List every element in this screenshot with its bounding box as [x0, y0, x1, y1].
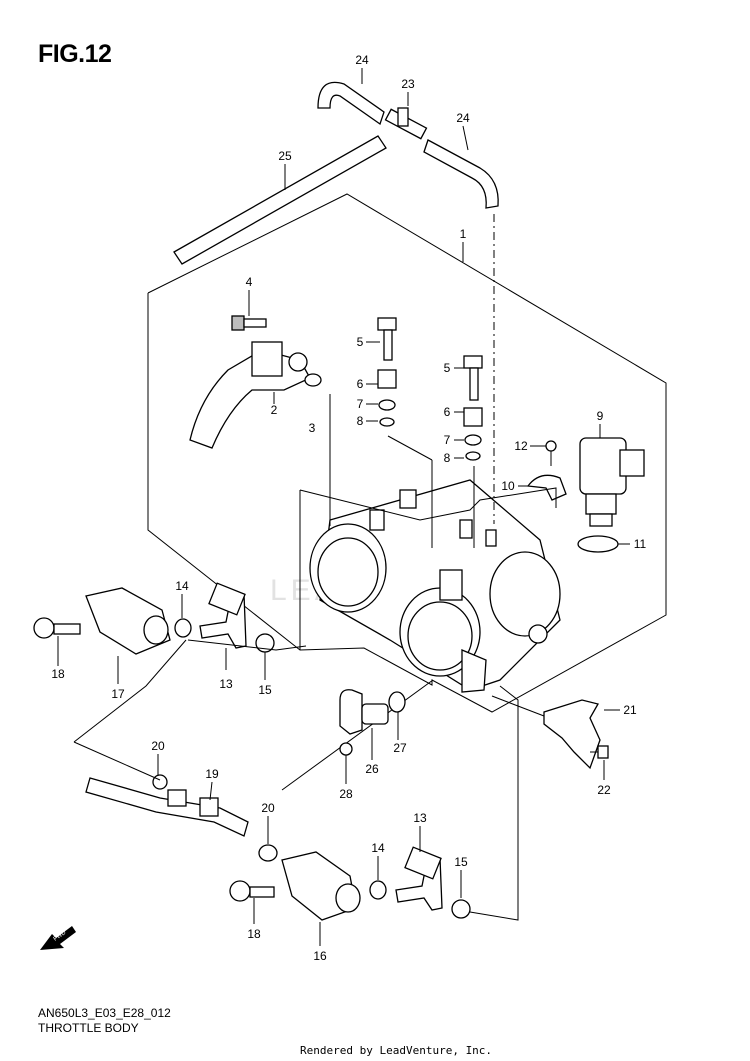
- o-ring-14-lower: [369, 880, 387, 900]
- screw-12: [545, 440, 557, 466]
- o-ring-3: [304, 373, 322, 387]
- o-ring-14-upper: [174, 618, 192, 638]
- injector-cap-17: [85, 587, 171, 655]
- callout-28: 28: [339, 787, 353, 801]
- callout-17: 17: [111, 687, 125, 701]
- callout-15: 15: [258, 683, 272, 697]
- callout-13: 13: [413, 811, 427, 825]
- tee-joint-23: [384, 107, 428, 140]
- callout-8: 8: [444, 451, 451, 465]
- bolt-4: [231, 315, 267, 331]
- callout-15: 15: [454, 855, 468, 869]
- diagram-name: THROTTLE BODY: [38, 1021, 139, 1035]
- o-ring-11: [577, 535, 619, 553]
- sensor-26: [339, 689, 389, 735]
- breather-hose-25: [173, 135, 387, 265]
- injector-13-lower: [395, 846, 443, 911]
- callout-3: 3: [309, 421, 316, 435]
- fwd-arrow-icon: FWD: [40, 926, 76, 950]
- callout-5: 5: [444, 361, 451, 375]
- o-ring-20-left: [152, 774, 168, 790]
- injector-13-upper: [199, 582, 247, 649]
- callout-10: 10: [501, 479, 515, 493]
- leader-21-frame: [491, 695, 545, 717]
- leader-frame-lower: [73, 741, 161, 781]
- throttle-body-1: [309, 479, 561, 693]
- callout-27: 27: [393, 741, 407, 755]
- callout-9: 9: [597, 409, 604, 423]
- callout-8: 8: [357, 414, 364, 428]
- callout-21: 21: [623, 703, 637, 717]
- bolt-28: [339, 742, 353, 766]
- clamp-10: [526, 474, 567, 501]
- diagram-code: AN650L3_E03_E28_012: [38, 1006, 171, 1020]
- callout-6: 6: [444, 405, 451, 419]
- callout-22: 22: [597, 783, 611, 797]
- callout-26: 26: [365, 762, 379, 776]
- callout-1: 1: [460, 227, 467, 241]
- render-credit: Rendered by LeadVenture, Inc.: [300, 1044, 493, 1057]
- breather-hose-24-left: [317, 81, 385, 126]
- breather-hose-24-right: [423, 139, 499, 209]
- leader-8a: [387, 435, 433, 461]
- callout-20: 20: [151, 739, 165, 753]
- callout-13: 13: [219, 677, 233, 691]
- screw-set-left: [377, 317, 397, 427]
- figure-title: FIG.12: [38, 40, 112, 68]
- leader-frame-lower-right: [469, 685, 519, 921]
- fuel-delivery-pipe-19: [85, 777, 249, 837]
- assembly-outline: [147, 193, 667, 713]
- callout-14: 14: [175, 579, 189, 593]
- leader-frame-lower-mid: [281, 679, 434, 791]
- callout-16: 16: [313, 949, 327, 963]
- callout-7: 7: [357, 397, 364, 411]
- o-ring-27: [388, 691, 406, 713]
- seal-15-lower: [451, 899, 471, 919]
- throttle-position-sensor-2: [189, 341, 311, 449]
- idle-control-valve-9: [579, 437, 645, 527]
- callout-5: 5: [357, 335, 364, 349]
- bracket-21: [543, 699, 601, 770]
- screw-18-upper: [33, 617, 81, 639]
- callout-25: 25: [278, 149, 292, 163]
- callout-20: 20: [261, 801, 275, 815]
- callout-18: 18: [247, 927, 261, 941]
- screw-set-right: [463, 355, 483, 461]
- leader-frame-upper: [299, 487, 557, 521]
- callout-23: 23: [401, 77, 415, 91]
- callout-18: 18: [51, 667, 65, 681]
- leader-frame-lower-left: [73, 639, 187, 743]
- callout-4: 4: [246, 275, 253, 289]
- o-ring-20-right: [258, 844, 278, 862]
- bolt-22: [590, 745, 609, 759]
- callout-12: 12: [514, 439, 528, 453]
- leader-frame-mid: [187, 639, 307, 651]
- callout-19: 19: [205, 767, 219, 781]
- callout-24: 24: [355, 53, 369, 67]
- callout-14: 14: [371, 841, 385, 855]
- callout-11: 11: [634, 537, 647, 551]
- callout-leaders: [57, 68, 630, 946]
- callout-24: 24: [456, 111, 470, 125]
- callout-2: 2: [271, 403, 278, 417]
- callout-6: 6: [357, 377, 364, 391]
- callout-7: 7: [444, 433, 451, 447]
- screw-18-lower: [229, 880, 275, 902]
- injector-cap-16: [281, 851, 361, 921]
